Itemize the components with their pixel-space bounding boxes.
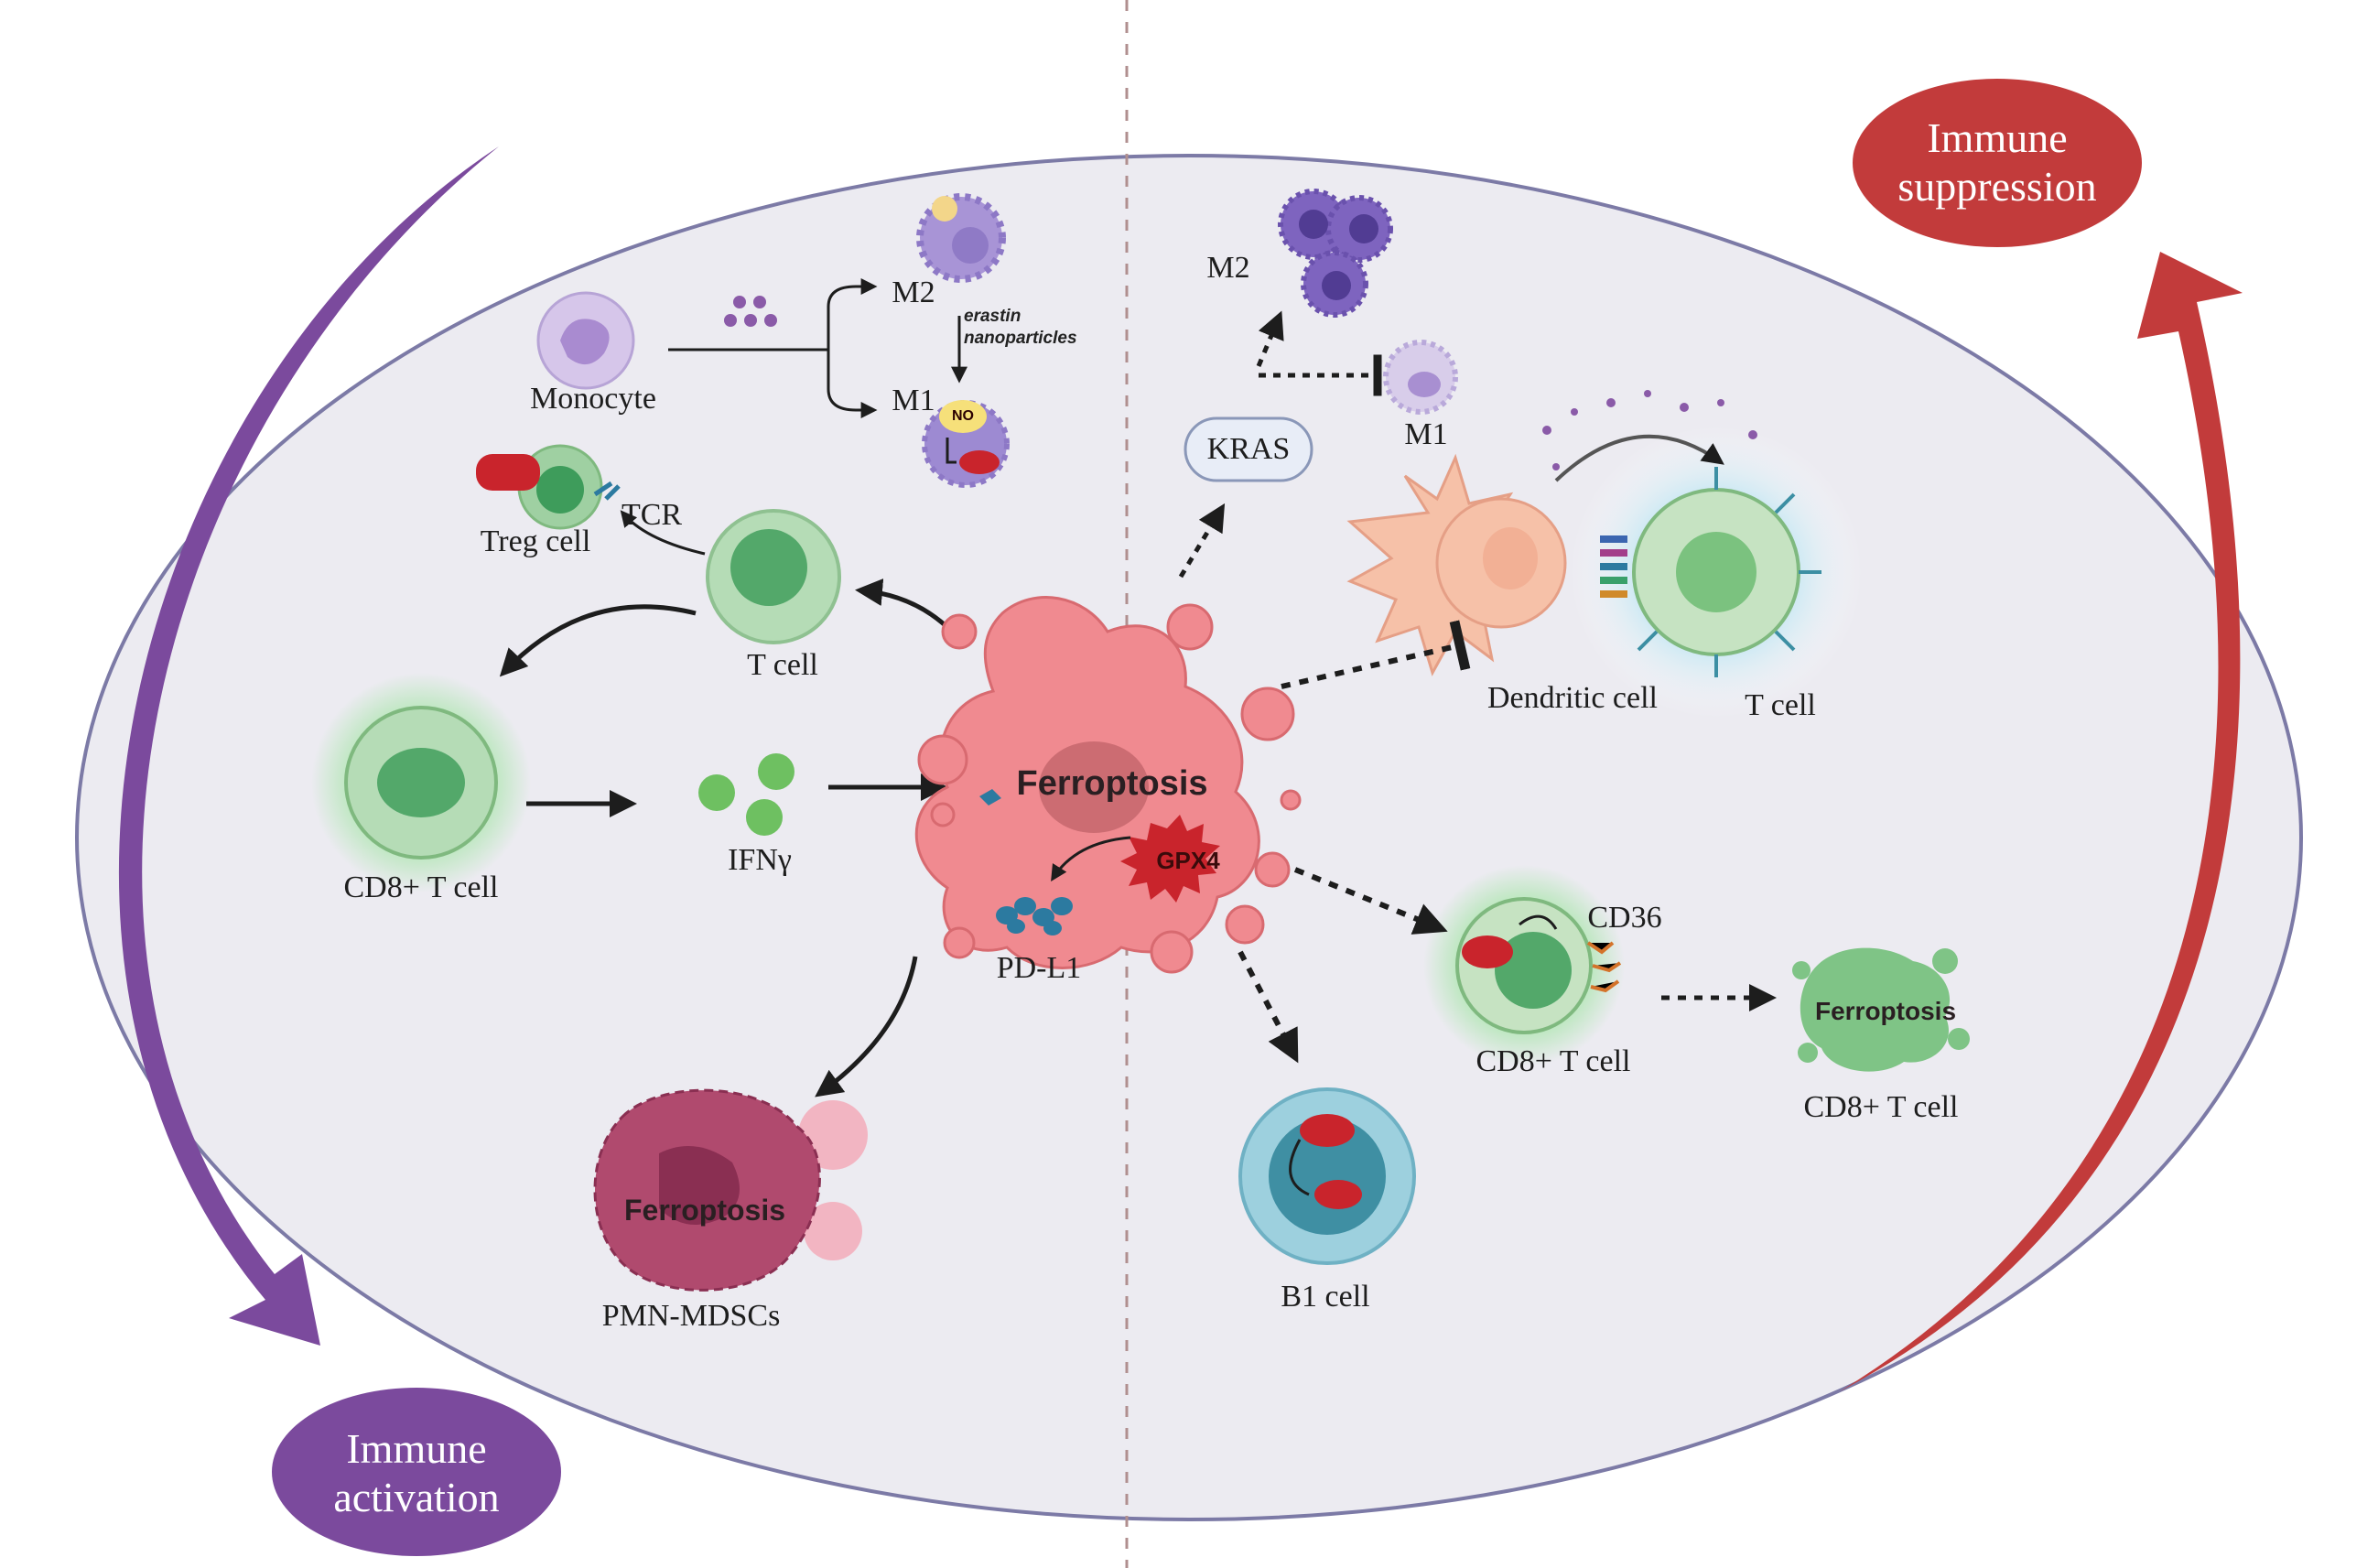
m2-left-label: M2 xyxy=(892,276,935,309)
m2-nuclei-right xyxy=(1299,210,1378,300)
gpx4-label: GPX4 xyxy=(1156,847,1220,874)
pmn-ferroptosis-label: Ferroptosis xyxy=(623,1194,786,1227)
suppression-arrow xyxy=(1840,252,2243,1391)
tcell-to-cd8-arrow xyxy=(499,604,697,677)
monocyte-to-m1-line xyxy=(827,350,878,418)
tumor-nucleus xyxy=(1039,741,1149,833)
m2-macrophages-right xyxy=(1278,189,1393,318)
t-to-treg-arrow xyxy=(620,510,706,556)
t-cell-right xyxy=(1570,426,1863,719)
m1-macrophage-left xyxy=(922,400,1010,488)
cd8-t-cell-left-label: CD8+ T cell xyxy=(343,871,499,904)
cd36-label: CD36 xyxy=(1587,901,1662,935)
cd36-receptors xyxy=(1586,941,1622,993)
m2-macrophage-left xyxy=(916,193,1006,283)
monocyte-nucleus xyxy=(560,319,610,365)
b1-cell xyxy=(1238,1087,1416,1265)
activation-badge-shape xyxy=(272,1388,561,1556)
m1-left-label: M1 xyxy=(892,384,935,417)
immune-suppression-badge: Immune suppression xyxy=(1887,114,2107,211)
m1-right-label: M1 xyxy=(1404,417,1448,451)
cd8-t-cell-right xyxy=(1423,865,1625,1066)
gpx4-arrow xyxy=(1051,836,1131,882)
cd8-t-cell-left xyxy=(311,673,531,892)
m2-right-label: M2 xyxy=(1206,251,1250,285)
ifng-molecules xyxy=(698,753,794,836)
cytokine-dots xyxy=(724,296,777,327)
dendritic-cell xyxy=(1346,453,1567,676)
treg-cell xyxy=(476,444,621,530)
tumor-to-cd8-right-arrow xyxy=(1293,867,1448,935)
tumor-inhibit-dc-line xyxy=(1281,620,1471,689)
t-cell-left xyxy=(706,509,841,644)
monocyte-to-m2-line xyxy=(668,278,878,351)
immune-activation-label: Immune activation xyxy=(333,1425,500,1520)
immune-suppression-label: Immune suppression xyxy=(1897,114,2097,210)
treg-cell-label: Treg cell xyxy=(480,524,591,558)
tumor-ferroptosis-label: Ferroptosis xyxy=(1016,764,1208,803)
nanoparticles-label: nanoparticles xyxy=(964,329,1077,348)
tumor-to-pmn-arrow xyxy=(815,956,918,1098)
dendritic-cell-label: Dendritic cell xyxy=(1487,681,1658,715)
particles xyxy=(1542,390,1757,470)
m1-macrophage-right xyxy=(1383,340,1458,415)
kras-pill xyxy=(1184,416,1313,482)
pmn-mdscs-label: PMN-MDSCs xyxy=(601,1299,781,1333)
ifngr-receptor xyxy=(979,789,1001,806)
cd8-t-cell-right-label: CD8+ T cell xyxy=(1475,1044,1631,1078)
dc-to-tcell-arc xyxy=(1554,435,1724,482)
suppression-badge-shape xyxy=(1853,79,2142,247)
synapse-receptors xyxy=(1600,535,1627,598)
cd8-t-cell-ferro-label: CD8+ T cell xyxy=(1803,1090,1959,1124)
t-cell-right-label: T cell xyxy=(1745,688,1816,722)
pd-l1-label: PD-L1 xyxy=(996,951,1082,985)
pmn-mdsc-cell xyxy=(593,1088,868,1292)
kras-label: KRAS xyxy=(1206,432,1291,466)
kras-to-m2-arrow xyxy=(1256,310,1284,367)
monocyte-label: Monocyte xyxy=(530,382,656,416)
no-label: NO xyxy=(952,408,974,424)
gpx4-star xyxy=(1120,815,1220,903)
b1-cell-label: B1 cell xyxy=(1281,1280,1370,1314)
cd8-ferroptosis-label: Ferroptosis xyxy=(1814,997,1957,1025)
pd-l1-receptors xyxy=(996,897,1073,935)
t-cell-left-label: T cell xyxy=(747,648,818,682)
erastin-label: erastin xyxy=(964,307,1021,326)
ifng-label: IFNγ xyxy=(728,843,792,877)
tumor-to-b1-arrow xyxy=(1238,950,1299,1064)
tcr-label: TCR xyxy=(621,498,683,532)
immune-activation-badge: Immune activation xyxy=(316,1425,517,1522)
ferroptotic-cd8-cell xyxy=(1792,947,1970,1072)
